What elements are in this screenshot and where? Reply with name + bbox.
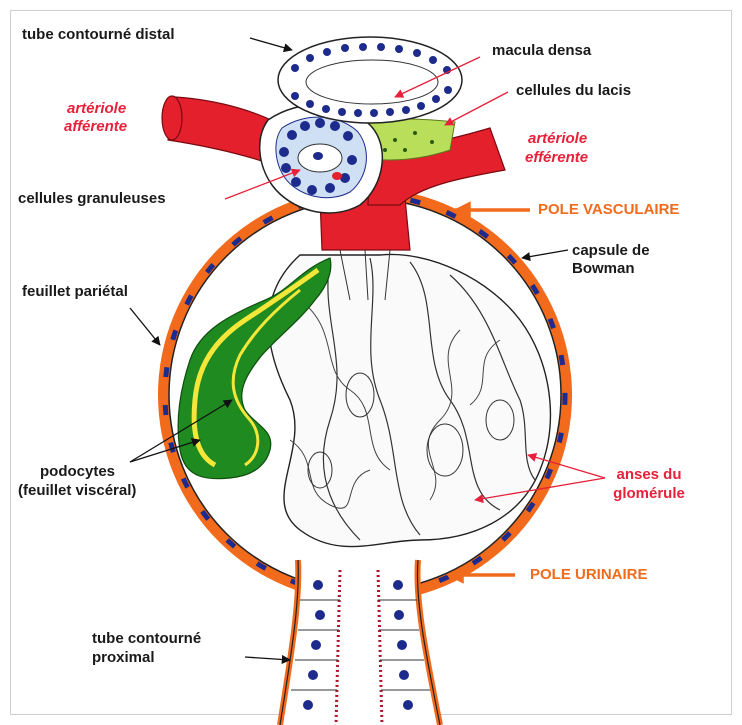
label-arteriole-efferente-line1: artériole	[528, 130, 587, 148]
label-anses-line2: glomérule	[600, 485, 698, 503]
label-feuillet-parietal: feuillet pariétal	[22, 283, 128, 301]
label-capsule-line2: Bowman	[572, 260, 635, 278]
label-tube-proximal-line2: proximal	[92, 649, 155, 667]
distal-tubule	[278, 37, 462, 123]
label-cellules-lacis: cellules du lacis	[516, 82, 631, 100]
label-anses-line1: anses du	[605, 466, 693, 484]
label-pole-urinaire: POLE URINAIRE	[530, 566, 648, 584]
proximal-tubule	[280, 560, 440, 725]
label-podocytes-line2: (feuillet viscéral)	[18, 482, 136, 500]
label-arteriole-afferente-line2: afférente	[64, 118, 127, 136]
label-cellules-granuleuses: cellules granuleuses	[18, 190, 166, 208]
label-tube-proximal-line1: tube contourné	[92, 630, 201, 648]
label-macula-densa: macula densa	[492, 42, 591, 60]
label-pole-vasculaire: POLE VASCULAIRE	[538, 201, 679, 219]
label-podocytes-line1: podocytes	[40, 463, 115, 481]
label-capsule-line1: capsule de	[572, 242, 650, 260]
label-tube-distal: tube contourné distal	[22, 26, 175, 44]
label-arteriole-efferente-line2: efférente	[525, 149, 588, 167]
label-arteriole-afferente-line1: artériole	[67, 100, 126, 118]
